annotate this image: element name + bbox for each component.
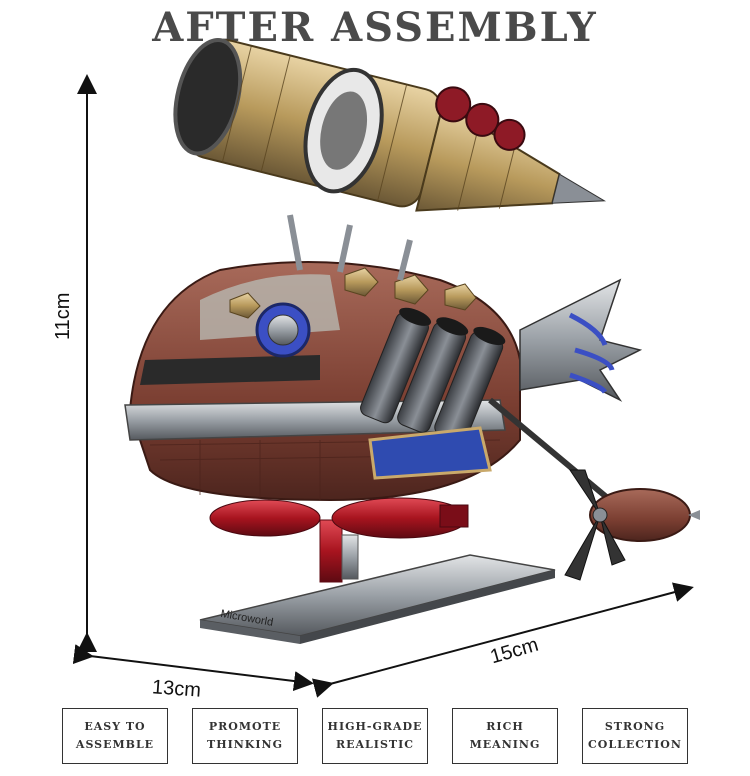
- gatling-cannons: [360, 307, 506, 480]
- display-stand: Microworld: [199, 519, 556, 644]
- feature-strong-collection: STRONG COLLECTION: [582, 708, 688, 764]
- top-gas-tank: [173, 38, 607, 281]
- width-arrow: [72, 644, 314, 691]
- rear-propeller: [488, 397, 700, 581]
- width-label: 13cm: [151, 676, 202, 702]
- feature-promote-thinking: PROMOTE THINKING: [192, 708, 298, 764]
- red-thrusters: [209, 497, 469, 539]
- depth-arrow: [311, 582, 694, 698]
- feature-easy-to-assemble: EASY TO ASSEMBLE: [62, 708, 168, 764]
- feature-rich-meaning: RICH MEANING: [452, 708, 558, 764]
- feature-high-grade-realistic: HIGH-GRADE REALISTIC: [322, 708, 428, 764]
- tail-fin: [519, 278, 643, 402]
- height-label: 11cm: [52, 292, 74, 340]
- feature-badges: EASY TO ASSEMBLE PROMOTE THINKING HIGH-G…: [0, 708, 750, 764]
